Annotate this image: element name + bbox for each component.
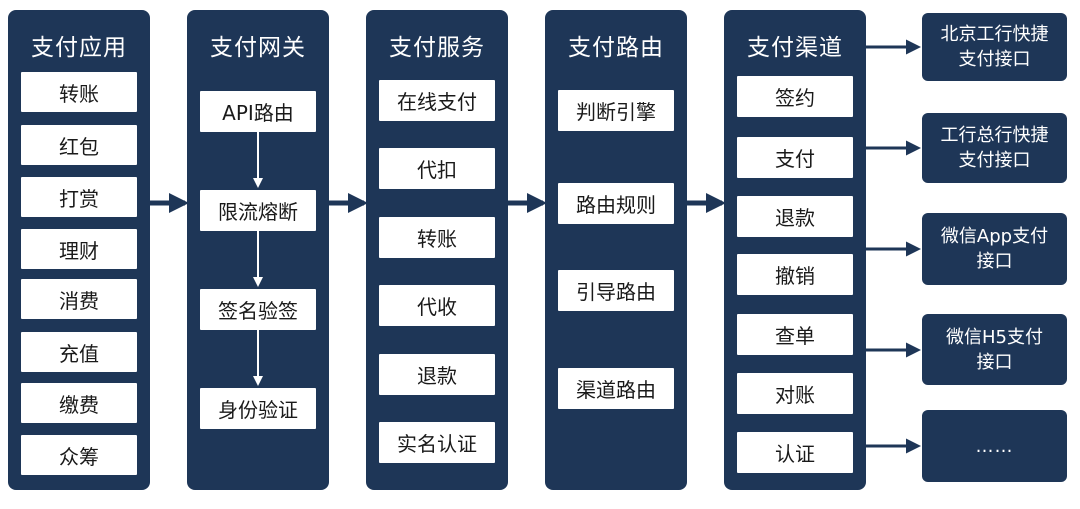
item-identity-verification: 身份验证 — [200, 388, 316, 429]
item-wealth-management: 理财 — [21, 229, 137, 269]
item-contract: 签约 — [737, 76, 853, 117]
item-rate-limit-circuit-breaker: 限流熔断 — [200, 190, 316, 231]
column-payment-application: 支付应用 转账 红包 打赏 理财 消费 充值 缴费 众筹 — [8, 10, 150, 490]
channel-line-2: 接口 — [976, 251, 1013, 272]
column-payment-channel: 支付渠道 签约 支付 退款 撤销 查单 对账 认证 — [724, 10, 866, 490]
channel-box: 北京工行快捷支付接口 — [922, 13, 1067, 81]
item-withholding: 代扣 — [379, 148, 495, 189]
item-red-packet: 红包 — [21, 125, 137, 165]
item-channel-routing: 渠道路由 — [558, 368, 674, 409]
column-title: 支付路由 — [568, 35, 664, 61]
channel-box: 微信App支付接口 — [922, 213, 1067, 285]
item-online-payment: 在线支付 — [379, 80, 495, 121]
column-payment-service: 支付服务 在线支付 代扣 转账 代收 退款 实名认证 — [366, 10, 508, 490]
item-transfer: 转账 — [379, 217, 495, 258]
item-cancel: 撤销 — [737, 254, 853, 295]
column-payment-routing: 支付路由 判断引擎 路由规则 引导路由 渠道路由 — [545, 10, 687, 490]
item-top-up: 充值 — [21, 332, 137, 372]
item-reconciliation: 对账 — [737, 373, 853, 414]
item-crowdfunding: 众筹 — [21, 435, 137, 475]
column-title: 支付服务 — [389, 35, 485, 61]
column-title: 支付应用 — [31, 35, 127, 61]
channel-line-2: 支付接口 — [958, 49, 1031, 70]
item-decision-engine: 判断引擎 — [558, 90, 674, 131]
channel-line-1: …… — [975, 435, 1014, 457]
channel-line-1: 微信App支付 — [940, 226, 1049, 247]
item-consumption: 消费 — [21, 279, 137, 319]
channel-line-1: 微信H5支付 — [946, 326, 1043, 348]
item-routing-rules: 路由规则 — [558, 183, 674, 224]
item-api-routing: API路由 — [200, 91, 316, 132]
item-real-name-auth: 实名认证 — [379, 422, 495, 463]
item-refund: 退款 — [379, 354, 495, 395]
channel-line-1: 北京工行快捷 — [940, 24, 1049, 45]
item-tip: 打赏 — [21, 177, 137, 217]
item-guided-routing: 引导路由 — [558, 270, 674, 311]
channel-box-more: …… — [922, 410, 1067, 482]
item-signature-verification: 签名验签 — [200, 289, 316, 330]
item-query-order: 查单 — [737, 314, 853, 355]
item-authentication: 认证 — [737, 432, 853, 473]
item-pay: 支付 — [737, 137, 853, 178]
channel-line-2: 支付接口 — [958, 150, 1031, 171]
item-bill-payment: 缴费 — [21, 383, 137, 423]
item-refund: 退款 — [737, 196, 853, 237]
column-payment-gateway: 支付网关 API路由 限流熔断 签名验签 身份验证 — [187, 10, 329, 490]
column-title: 支付渠道 — [747, 35, 843, 61]
channel-line-1: 工行总行快捷 — [940, 125, 1049, 146]
item-collection: 代收 — [379, 285, 495, 326]
channel-box: 微信H5支付接口 — [922, 314, 1067, 385]
item-transfer: 转账 — [21, 72, 137, 112]
channel-line-2: 接口 — [976, 351, 1013, 373]
column-title: 支付网关 — [210, 35, 306, 61]
channel-box: 工行总行快捷支付接口 — [922, 113, 1067, 183]
